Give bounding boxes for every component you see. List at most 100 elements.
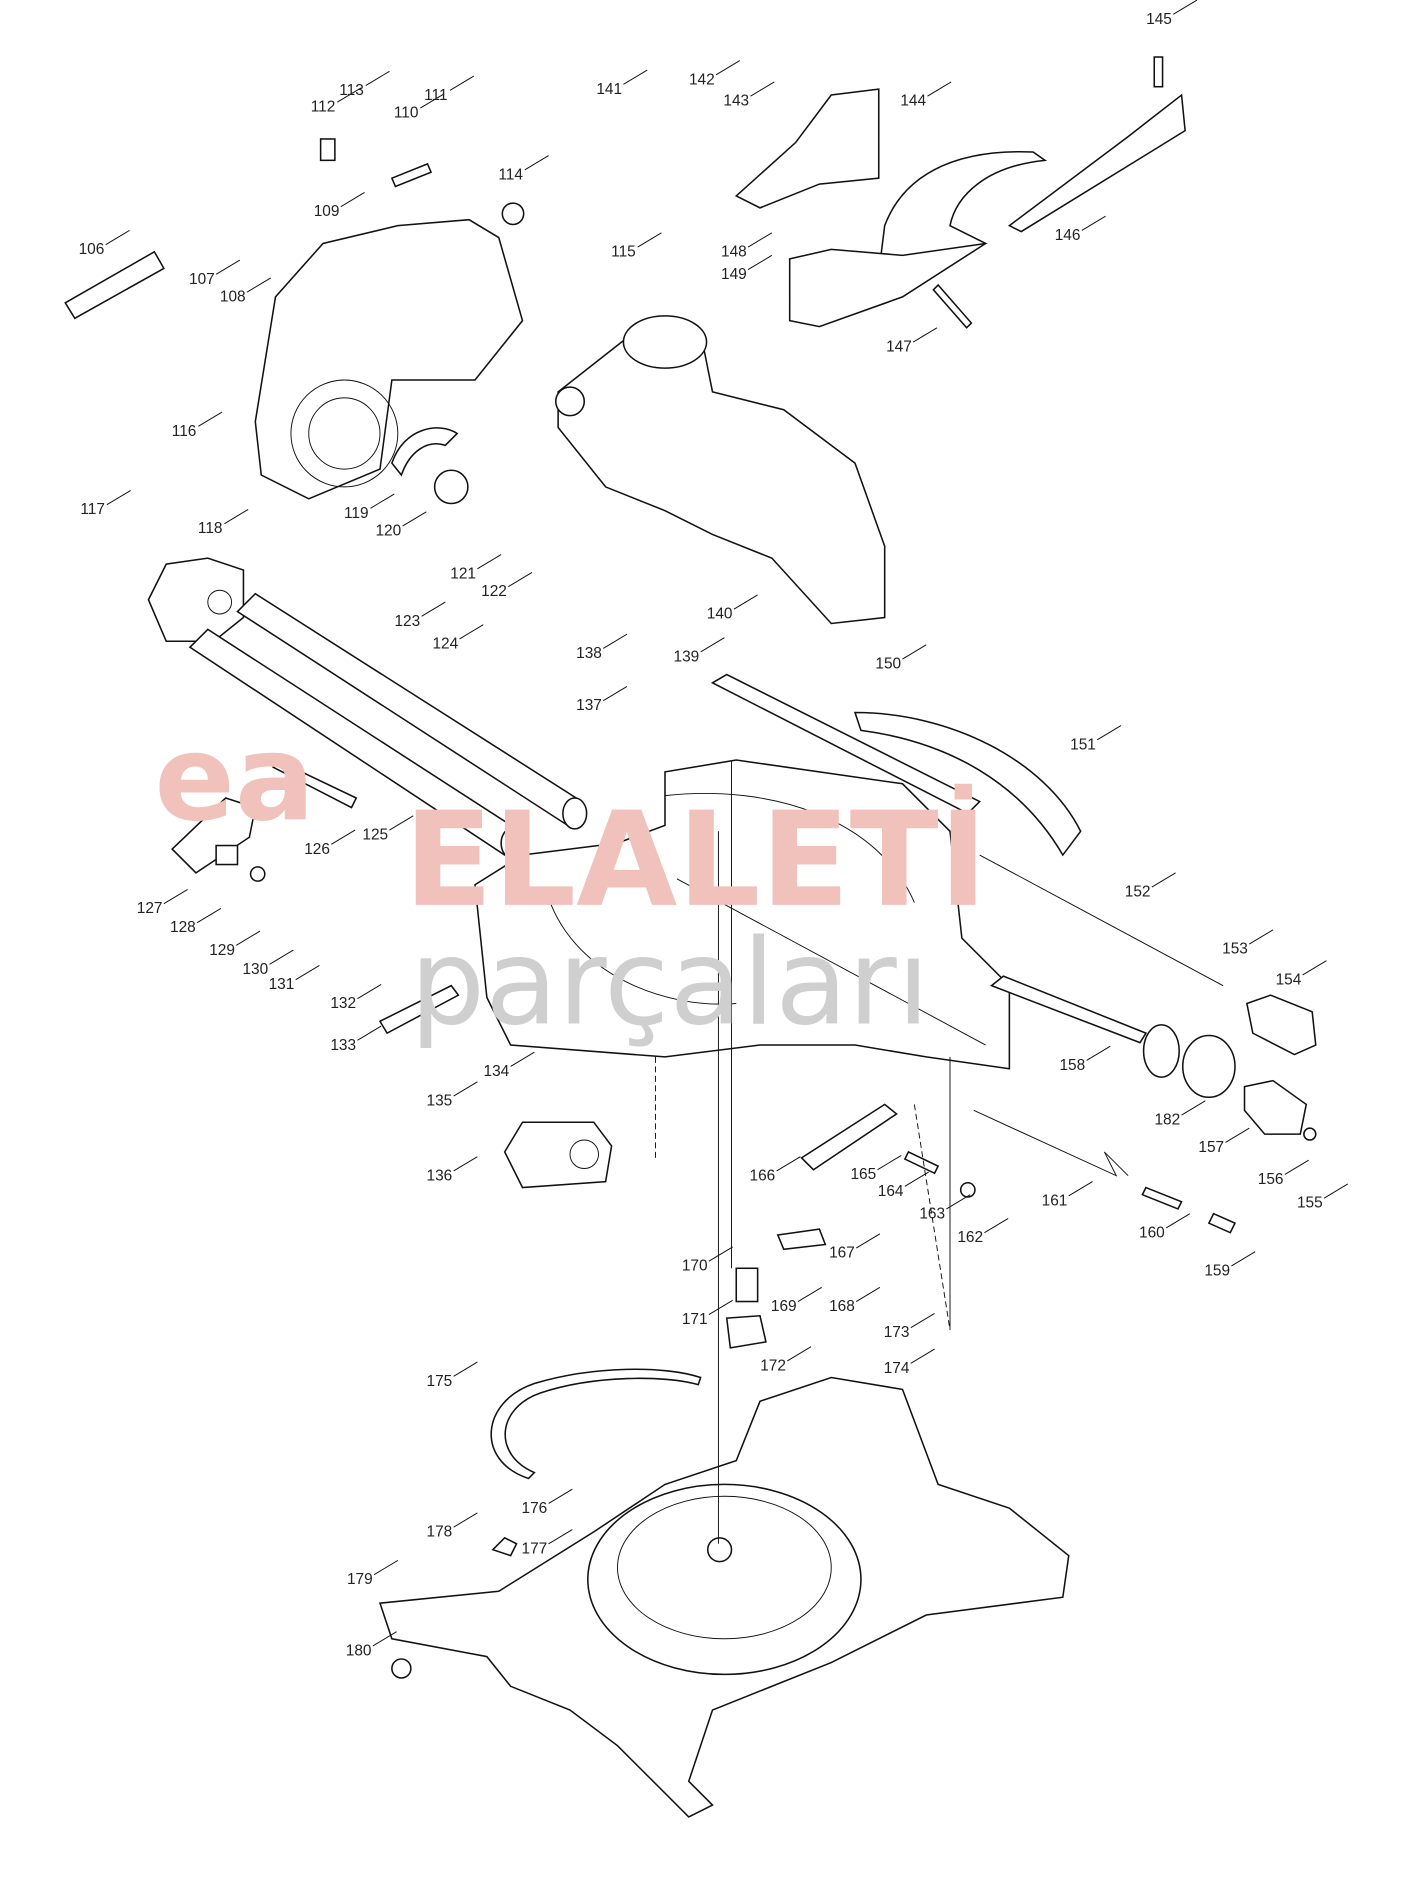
part-label-147: 147 (886, 339, 912, 356)
part-label-132: 132 (330, 995, 356, 1012)
part-label-119: 119 (344, 505, 369, 522)
part-120-cap (433, 469, 469, 505)
part-label-126: 126 (304, 841, 330, 858)
part-label-130: 130 (242, 961, 268, 978)
part-label-158: 158 (1059, 1057, 1085, 1074)
part-turntable-disc (587, 1483, 862, 1676)
leader-line (524, 155, 549, 171)
part-178-wingnut (491, 1536, 518, 1557)
part-label-177: 177 (522, 1540, 548, 1557)
leader-line (246, 277, 271, 293)
part-label-125: 125 (362, 827, 388, 844)
part-154-knob (1245, 994, 1317, 1056)
leader-line (927, 81, 952, 97)
part-label-171: 171 (682, 1311, 708, 1328)
leader-line (603, 685, 628, 702)
leader-line (357, 984, 382, 1000)
leader-line (797, 1286, 822, 1302)
part-label-138: 138 (576, 645, 602, 662)
part-label-178: 178 (427, 1524, 453, 1541)
part-144-dust-chute (734, 88, 880, 209)
leader-line (1086, 1045, 1111, 1061)
part-label-124: 124 (432, 635, 458, 652)
part-165-link (800, 1103, 898, 1171)
leader-line (1323, 1183, 1349, 1199)
part-label-106: 106 (79, 241, 105, 258)
part-119-plate (391, 427, 459, 477)
leader-line (477, 554, 502, 570)
part-label-117: 117 (80, 501, 105, 518)
part-157-washer (1181, 1034, 1236, 1099)
leader-line (548, 1488, 573, 1504)
leader-line (163, 889, 188, 905)
leader-line (236, 930, 261, 946)
part-label-140: 140 (707, 606, 733, 623)
part-label-134: 134 (484, 1063, 510, 1080)
part-171-bracket (725, 1314, 767, 1349)
leader-line (105, 229, 130, 246)
leader-line (776, 1156, 801, 1172)
leader-line (224, 509, 249, 525)
part-label-174: 174 (884, 1360, 910, 1377)
leader-line (1097, 725, 1122, 741)
leader-line (912, 327, 938, 343)
part-label-159: 159 (1204, 1262, 1230, 1279)
part-158-rod (990, 975, 1148, 1044)
part-shapes (64, 56, 1317, 1818)
leader-line (637, 232, 662, 248)
leader-line (370, 493, 395, 509)
part-label-164: 164 (878, 1183, 904, 1200)
leader-line (984, 1217, 1009, 1234)
part-label-107: 107 (189, 271, 215, 288)
leader-line (196, 908, 222, 924)
part-label-170: 170 (682, 1258, 708, 1275)
leader-line (365, 70, 390, 86)
leader-line (747, 254, 773, 271)
part-label-169: 169 (771, 1298, 797, 1315)
part-label-123: 123 (394, 613, 420, 630)
leader-line (855, 1286, 881, 1302)
part-label-163: 163 (919, 1205, 945, 1222)
part-label-151: 151 (1070, 736, 1096, 753)
leader-line (331, 829, 356, 845)
leader-line (295, 965, 320, 981)
part-151-scale (853, 711, 1082, 857)
part-117-rail-holder (147, 557, 245, 643)
part-180-foot (391, 1658, 412, 1679)
leader-line (946, 1194, 971, 1210)
part-label-114: 114 (498, 166, 523, 183)
watermark-brand-red: ELALETİ (404, 784, 988, 936)
part-label-115: 115 (611, 244, 636, 261)
part-label-153: 153 (1222, 941, 1248, 958)
part-label-141: 141 (596, 81, 622, 98)
part-label-146: 146 (1055, 227, 1081, 244)
part-label-155: 155 (1297, 1195, 1323, 1212)
leader-line (787, 1346, 812, 1362)
watermark-logo-letters: ea (154, 710, 315, 848)
leader-line (902, 644, 927, 660)
part-label-118: 118 (198, 520, 223, 537)
part-156-knob (1243, 1079, 1308, 1135)
leader-line (453, 1156, 478, 1172)
part-label-176: 176 (522, 1500, 548, 1517)
leader-line (708, 1246, 733, 1262)
leader-line (453, 1081, 478, 1097)
leader-line (459, 624, 484, 640)
part-label-165: 165 (850, 1166, 876, 1183)
part-label-166: 166 (750, 1167, 776, 1184)
leader-line (750, 81, 775, 97)
leader-line (510, 1051, 535, 1067)
part-label-133: 133 (330, 1037, 356, 1054)
part-135-block (503, 1121, 613, 1189)
part-128-bracket (171, 797, 257, 874)
leader-line (1081, 215, 1106, 231)
part-label-179: 179 (347, 1571, 373, 1588)
leader-line (715, 60, 741, 76)
part-label-182: 182 (1154, 1112, 1180, 1129)
part-number-labels: 1061071081091101111121131141151161171181… (79, 11, 1323, 1660)
part-109-motor-housing (254, 218, 524, 500)
leader-line (548, 1529, 573, 1545)
leader-line (700, 637, 725, 653)
part-182-ring (1142, 1024, 1180, 1078)
part-label-136: 136 (427, 1167, 453, 1184)
